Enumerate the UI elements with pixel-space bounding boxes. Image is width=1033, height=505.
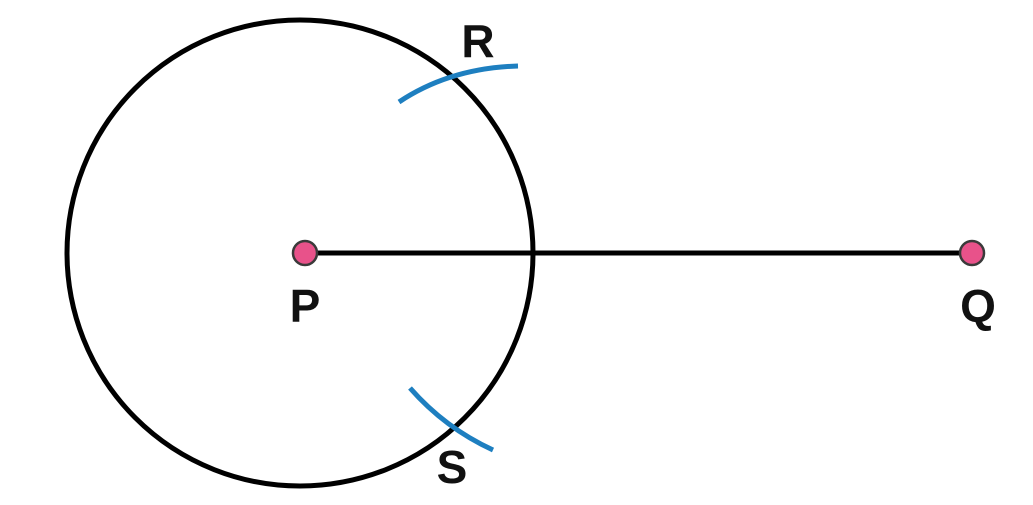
label-q: Q	[960, 280, 996, 332]
arc-r	[397, 63, 519, 105]
arc-s	[408, 386, 495, 453]
label-p: P	[290, 280, 321, 332]
label-s: S	[437, 441, 468, 493]
point-p	[291, 239, 319, 267]
label-r: R	[461, 15, 494, 67]
point-q	[958, 239, 986, 267]
